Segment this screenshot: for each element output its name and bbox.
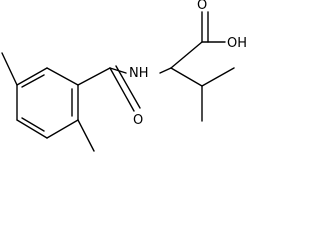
ring-bond-1	[46, 67, 79, 86]
chemical-structure-diagram: OH O NH O	[1, 0, 248, 152]
amide-carbonyl-bond-2	[115, 65, 141, 109]
ring-methyl-top-bond	[1, 52, 18, 86]
ring-inner-double-3	[21, 74, 45, 88]
ring-to-carbonyl-bond	[77, 67, 111, 86]
isopropyl-methyl-1-bond	[201, 67, 235, 87]
ring-bond-6	[16, 67, 48, 86]
amide-nitrogen-label: NH	[129, 66, 149, 81]
ring-bond-3	[46, 119, 79, 139]
nh-to-alpha-bond	[159, 67, 172, 74]
alpha-to-carboxyl-bond	[170, 41, 203, 69]
ring-bond-4	[16, 119, 48, 139]
molecule-svg: OH O NH O	[1, 0, 247, 152]
amide-carbonyl-bond-1	[109, 67, 135, 112]
hydroxyl-label: OH	[227, 36, 247, 51]
alpha-to-isopropyl-bond	[170, 67, 203, 87]
benzene-ring	[16, 67, 79, 139]
ring-inner-double-2	[21, 117, 45, 132]
carboxyl-oxygen-label: O	[197, 0, 207, 13]
ring-methyl-bottom-bond	[77, 119, 95, 152]
carbonyl-to-nh-bond	[109, 67, 127, 74]
amide-oxygen-label: O	[133, 113, 143, 128]
